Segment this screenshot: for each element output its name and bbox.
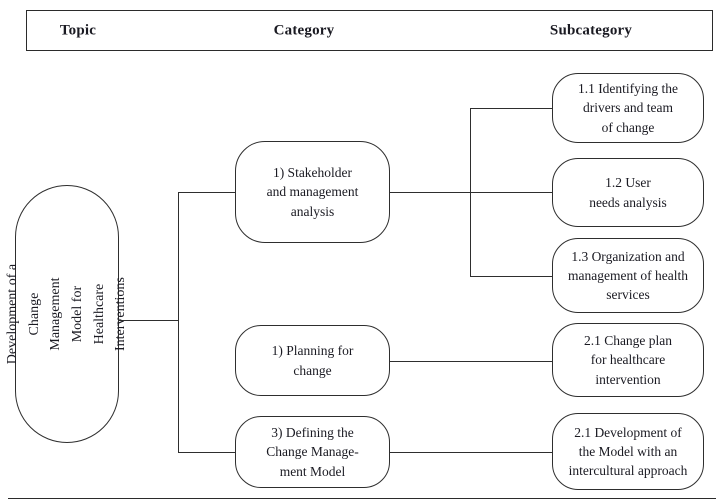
- connector-trunk-to-category-1: [178, 192, 235, 193]
- header-subcategory-label: Subcategory: [549, 22, 633, 38]
- category-node-planning-for-change: 1) Planning for change: [235, 325, 390, 396]
- header-topic-label: Topic: [59, 22, 97, 38]
- subcategory-node-2-1-change-plan: 2.1 Change plan for healthcare intervent…: [552, 323, 704, 397]
- connector-category-3-to-sub-2-1b: [390, 452, 552, 453]
- figure-bottom-rule: [8, 498, 716, 499]
- connector-category-trunk: [178, 192, 179, 452]
- header-row: Topic Category Subcategory: [26, 10, 713, 51]
- header-category-label: Category: [273, 22, 335, 38]
- topic-node: Development of a Change Management Model…: [5, 185, 128, 443]
- connector-category-2-to-sub-2-1: [390, 361, 552, 362]
- subcategory-node-1-3: 1.3 Organization and management of healt…: [552, 238, 704, 313]
- subcategory-node-1-1: 1.1 Identifying the drivers and team of …: [552, 73, 704, 143]
- category-node-stakeholder-analysis: 1) Stakeholder and management analysis: [235, 141, 390, 243]
- connector-category-1-to-sub-1-2: [390, 192, 552, 193]
- connector-trunk-to-sub-1-1: [470, 108, 552, 109]
- connector-subcategory-trunk: [470, 108, 471, 276]
- category-node-defining-model: 3) Defining the Change Manage- ment Mode…: [235, 416, 390, 488]
- connector-topic-to-trunk: [119, 320, 178, 321]
- connector-trunk-to-sub-1-3: [470, 276, 552, 277]
- subcategory-node-1-2: 1.2 User needs analysis: [552, 158, 704, 227]
- subcategory-node-2-1-development: 2.1 Development of the Model with an int…: [552, 413, 704, 490]
- connector-trunk-to-category-3: [178, 452, 235, 453]
- topic-node-label: Development of a Change Management Model…: [4, 263, 129, 365]
